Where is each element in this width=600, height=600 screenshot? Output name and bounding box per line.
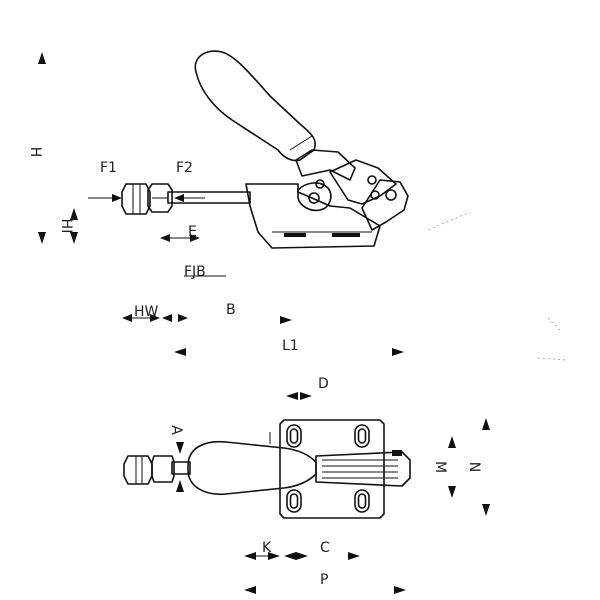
label-f2: F2 [176, 160, 193, 176]
plunger-rod [167, 191, 251, 204]
label-e: E [188, 224, 197, 240]
label-d: D [318, 376, 329, 392]
mount-slot-2 [354, 424, 370, 448]
label-k: K [262, 540, 272, 556]
handle-neck [295, 149, 356, 181]
top-view [123, 419, 411, 519]
label-b: B [226, 302, 236, 318]
label-c: C [320, 540, 330, 556]
base-slot-right [332, 233, 360, 237]
dimension-labels: H F1 F2 HI E FJB HW B L1 D A M N K C P [27, 147, 482, 588]
force-arrows [88, 194, 205, 202]
body-plate [361, 179, 409, 231]
handle-grip [194, 50, 316, 162]
label-p: P [320, 572, 328, 588]
mount-slot-3 [286, 489, 302, 513]
pivot-pin-top [367, 175, 377, 185]
rod-top [171, 461, 191, 475]
base-slot-left [284, 233, 306, 237]
nut-top [151, 455, 175, 483]
label-n: N [466, 462, 482, 472]
mount-slot-1 [286, 424, 302, 448]
tip-top [123, 455, 153, 485]
h-arrow-top [38, 52, 46, 64]
base-plate [279, 419, 385, 519]
label-hi: HI [58, 219, 74, 234]
label-fjb: FJB [184, 264, 206, 280]
label-l1: L1 [282, 338, 299, 354]
pivot-pin-right [385, 189, 397, 201]
label-hw: HW [134, 304, 159, 320]
link-arm [329, 159, 397, 205]
plunger-nut [147, 183, 173, 213]
side-dimensions [38, 52, 567, 361]
top-dimensions [176, 392, 490, 594]
spindle-tip [121, 183, 151, 215]
mount-slot-4 [354, 489, 370, 513]
label-a: A [168, 425, 184, 435]
cam-pin [308, 192, 320, 204]
h-arrow-bottom [38, 232, 46, 244]
label-m: M [432, 461, 448, 473]
side-view [121, 50, 409, 249]
handle-top [187, 440, 317, 495]
label-h: H [27, 147, 43, 158]
label-f1: F1 [100, 160, 117, 176]
